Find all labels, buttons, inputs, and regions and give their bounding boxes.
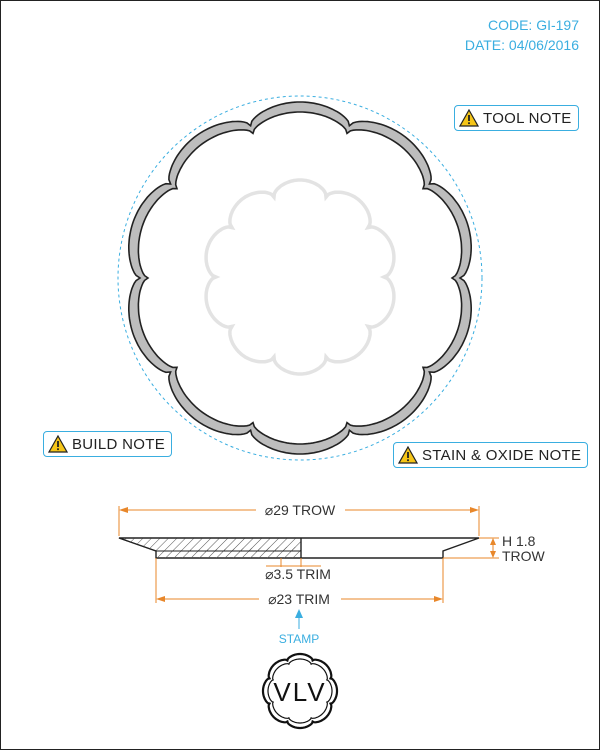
small-trim-label: ⌀3.5 TRIM [265, 566, 331, 582]
outer-rim [128, 101, 472, 455]
logo-badge [261, 652, 339, 730]
stain-oxide-note-label: STAIN & OXIDE NOTE [422, 446, 582, 464]
stamp-label: STAMP [279, 632, 319, 646]
outer-diameter-dimension [118, 506, 480, 536]
warning-icon [398, 446, 418, 464]
stamp-arrow [295, 609, 303, 629]
inner-diameter-dimension [155, 558, 444, 603]
height-dimension [443, 537, 499, 559]
inner-diameter-label: ⌀23 TRIM [268, 591, 330, 607]
logo-text: VLV [273, 677, 326, 707]
code-label: CODE: GI-197 [487, 17, 579, 33]
height-label-line1: H 1.8 [502, 533, 536, 549]
outer-diameter-label: ⌀29 TROW [265, 502, 336, 518]
small-trim-dimension [266, 558, 321, 567]
build-note[interactable]: BUILD NOTE [43, 431, 173, 457]
stain-oxide-note[interactable]: STAIN & OXIDE NOTE [393, 442, 589, 468]
warning-icon [459, 109, 479, 127]
tool-note-label: TOOL NOTE [483, 109, 572, 127]
section-hatch-top [118, 537, 302, 552]
section-view [118, 537, 480, 559]
height-label-line2: TROW [502, 548, 546, 564]
bounding-circle [117, 95, 483, 461]
build-note-label: BUILD NOTE [72, 435, 166, 453]
date-label: DATE: 04/06/2016 [464, 37, 579, 53]
tool-note[interactable]: TOOL NOTE [454, 105, 579, 131]
inner-outline [204, 178, 396, 376]
warning-icon [48, 435, 68, 453]
logo-badge-inner [267, 658, 333, 724]
